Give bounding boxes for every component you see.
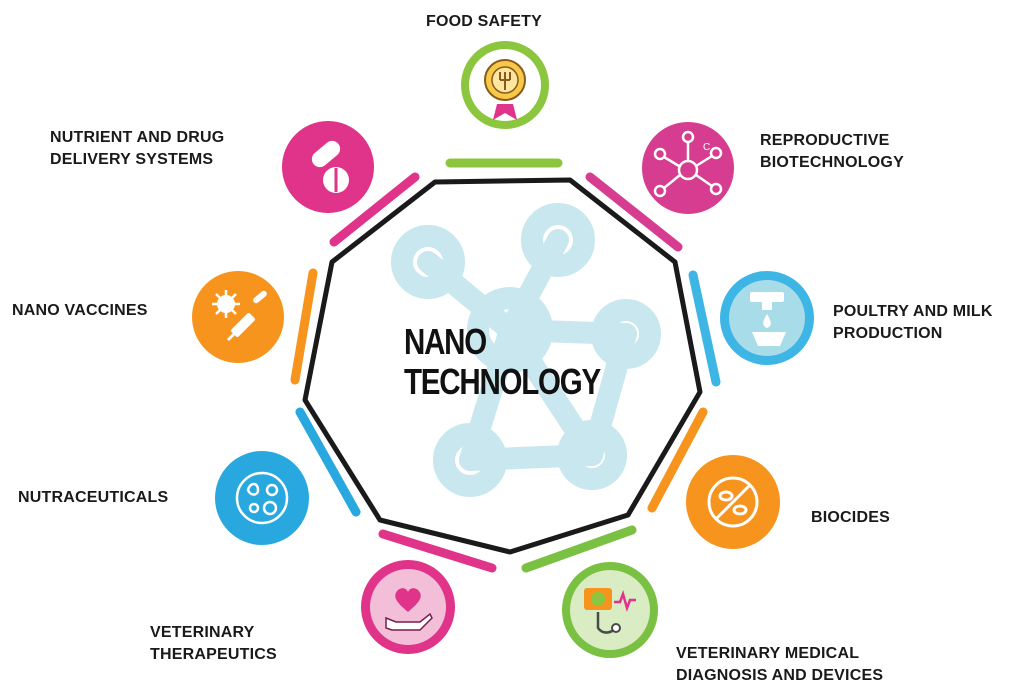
- label-biocides: BIOCIDES: [811, 507, 890, 529]
- connector-bar: [329, 172, 420, 247]
- node-veterinary-medical-devices: [562, 562, 658, 658]
- label-line: NANO VACCINES: [12, 302, 148, 319]
- heart-hand-icon: [385, 588, 433, 631]
- label-nutraceuticals: NUTRACEUTICALS: [18, 487, 168, 509]
- connector-bar: [647, 407, 708, 513]
- label-line: PRODUCTION: [833, 325, 943, 342]
- virus-syringe-icon: [212, 290, 267, 342]
- center-title-line2: TECHNOLOGY: [404, 361, 601, 402]
- label-line: NUTRIENT AND DRUG: [50, 129, 225, 146]
- label-line: BIOCIDES: [811, 509, 890, 526]
- label-veterinary-therapeutics: VETERINARY THERAPEUTICS: [150, 622, 277, 666]
- node-nutrient-drug-delivery: [282, 121, 374, 213]
- connector-bar: [688, 270, 721, 387]
- label-reproductive-biotechnology: REPRODUCTIVE BIOTECHNOLOGY: [760, 130, 904, 174]
- pills-icon: [311, 140, 349, 193]
- label-line: DELIVERY SYSTEMS: [50, 151, 214, 168]
- label-poultry-milk-production: POULTRY AND MILK PRODUCTION: [833, 301, 993, 345]
- label-line: DIAGNOSIS AND DEVICES: [676, 667, 884, 684]
- node-biocides: [686, 455, 780, 549]
- nutrients-icon: [235, 471, 289, 525]
- center-nonagon: [302, 177, 703, 555]
- connector-bar: [295, 407, 361, 517]
- center-title-line1: NANO: [404, 321, 487, 362]
- label-nano-vaccines: NANO VACCINES: [12, 300, 148, 322]
- label-line: THERAPEUTICS: [150, 646, 277, 663]
- connector-bar: [585, 172, 683, 252]
- label-veterinary-medical-devices: VETERINARY MEDICAL DIAGNOSIS AND DEVICES: [676, 643, 883, 687]
- network-watermark-icon: [391, 203, 661, 497]
- node-reproductive-biotechnology: C: [642, 122, 734, 214]
- node-food-safety: [461, 41, 549, 129]
- label-line: POULTRY AND MILK: [833, 303, 993, 320]
- svg-text:C: C: [703, 142, 710, 153]
- node-veterinary-therapeutics: [361, 560, 455, 654]
- label-line: VETERINARY MEDICAL: [676, 645, 860, 662]
- label-food-safety: FOOD SAFETY: [426, 11, 542, 33]
- center-title: NANO TECHNOLOGY: [404, 321, 601, 402]
- medical-device-icon: [584, 588, 636, 634]
- molecule-icon: [653, 130, 723, 198]
- label-nutrient-drug-delivery: NUTRIENT AND DRUG DELIVERY SYSTEMS: [50, 127, 224, 171]
- label-line: REPRODUCTIVE: [760, 132, 890, 149]
- node-nutraceuticals: [215, 451, 309, 545]
- connector-bar: [290, 268, 318, 385]
- milk-drop-icon: [750, 292, 786, 346]
- node-nano-vaccines: [192, 271, 284, 363]
- no-bacteria-icon: [707, 476, 759, 528]
- connector-bar: [378, 529, 497, 573]
- award-badge-icon: [484, 59, 526, 120]
- label-line: NUTRACEUTICALS: [18, 489, 169, 506]
- label-line: FOOD SAFETY: [426, 13, 542, 30]
- label-line: BIOTECHNOLOGY: [760, 154, 904, 171]
- node-poultry-milk-production: [720, 271, 814, 365]
- connector-bar: [521, 525, 637, 573]
- label-line: VETERINARY: [150, 624, 255, 641]
